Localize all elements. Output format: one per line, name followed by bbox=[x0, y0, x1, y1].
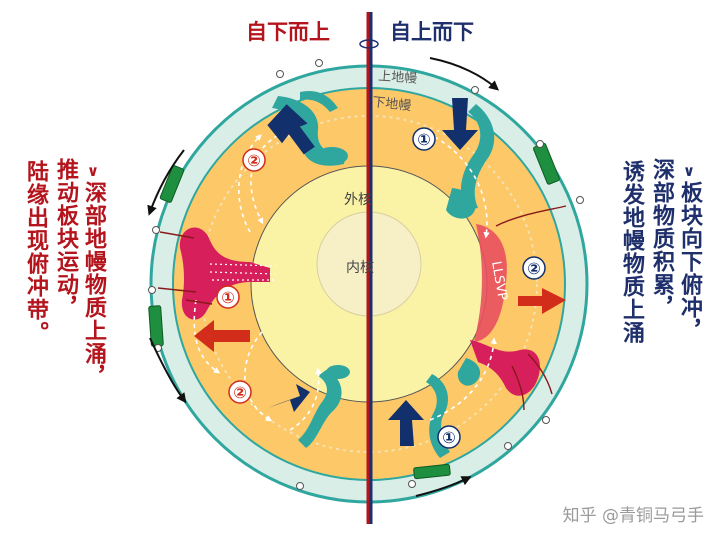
svg-text:①: ① bbox=[221, 288, 235, 307]
marker-two-right: ② bbox=[522, 256, 546, 280]
marker-two-left-top: ② bbox=[242, 148, 266, 172]
continents bbox=[148, 142, 560, 480]
left-caption-col3: 陆缘出现俯冲带。 bbox=[23, 160, 48, 344]
left-caption-col1: ∨深部地幔物质上涌， bbox=[81, 162, 106, 388]
bullet-icon: ∨ bbox=[84, 162, 102, 181]
marker-one-right-top: ① bbox=[412, 127, 436, 151]
label-llsvp: LLSVP bbox=[488, 260, 510, 302]
svg-text:②: ② bbox=[233, 383, 247, 402]
label-inner-core: 内核 bbox=[346, 260, 374, 276]
svg-text:①: ① bbox=[442, 428, 456, 447]
label-lower-mantle: 下地幔 bbox=[372, 95, 412, 114]
svg-text:①: ① bbox=[417, 130, 431, 149]
title-bottom-up: 自下而上 bbox=[246, 20, 330, 44]
svg-text:②: ② bbox=[527, 259, 541, 278]
bullet-icon: ∨ bbox=[680, 162, 698, 181]
label-upper-mantle: 上地幔 bbox=[378, 69, 418, 87]
marker-one-left: ① bbox=[216, 285, 240, 309]
right-caption-col3: 诱发地幔物质上涌 bbox=[619, 160, 644, 344]
navy-arrows bbox=[267, 98, 478, 446]
watermark: 知乎 @青铜马弓手 bbox=[562, 506, 704, 526]
left-plume bbox=[179, 227, 270, 320]
left-caption-col2: 推动板块运动， bbox=[53, 158, 78, 319]
right-caption-col2: 深部物质积累， bbox=[649, 158, 674, 319]
red-arrows bbox=[194, 288, 566, 352]
marker-one-right-bottom: ① bbox=[437, 425, 461, 449]
right-caption-col1: ∨板块向下俯冲， bbox=[677, 162, 702, 342]
right-plume bbox=[470, 340, 540, 396]
title-top-down: 自上而下 bbox=[390, 20, 474, 44]
label-outer-core: 外核 bbox=[344, 192, 372, 208]
llsvp-pile bbox=[474, 224, 507, 342]
svg-text:②: ② bbox=[247, 151, 261, 170]
marker-two-left-bottom: ② bbox=[228, 380, 252, 404]
